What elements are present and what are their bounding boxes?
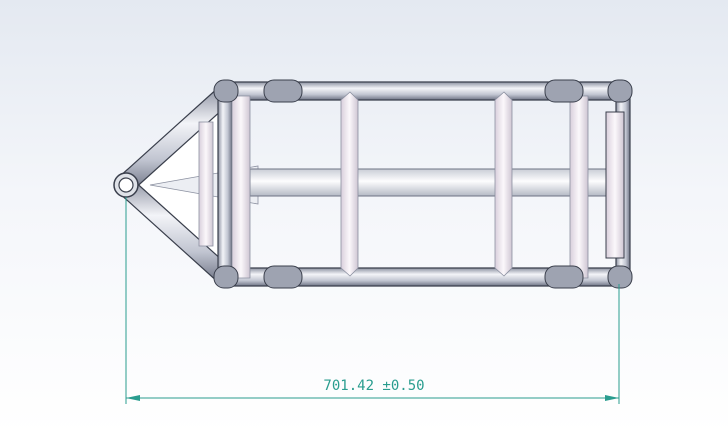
tongue-cross-brace[interactable] bbox=[198, 121, 214, 247]
dimension-value[interactable]: 701.42 ±0.50 bbox=[323, 378, 424, 394]
frame-front-tube[interactable] bbox=[217, 85, 233, 285]
hitch-coupler[interactable] bbox=[113, 172, 139, 198]
elbow-joints bbox=[213, 79, 633, 289]
arrow-left-icon bbox=[126, 395, 140, 401]
arrow-right-icon bbox=[605, 395, 619, 401]
cross-member-2[interactable] bbox=[340, 91, 359, 277]
cross-member-1[interactable] bbox=[231, 95, 251, 279]
cross-member-3[interactable] bbox=[494, 91, 513, 277]
rear-bumper-plate[interactable] bbox=[605, 111, 625, 259]
dimension-annotation[interactable] bbox=[125, 197, 620, 404]
cross-member-4[interactable] bbox=[569, 95, 589, 279]
